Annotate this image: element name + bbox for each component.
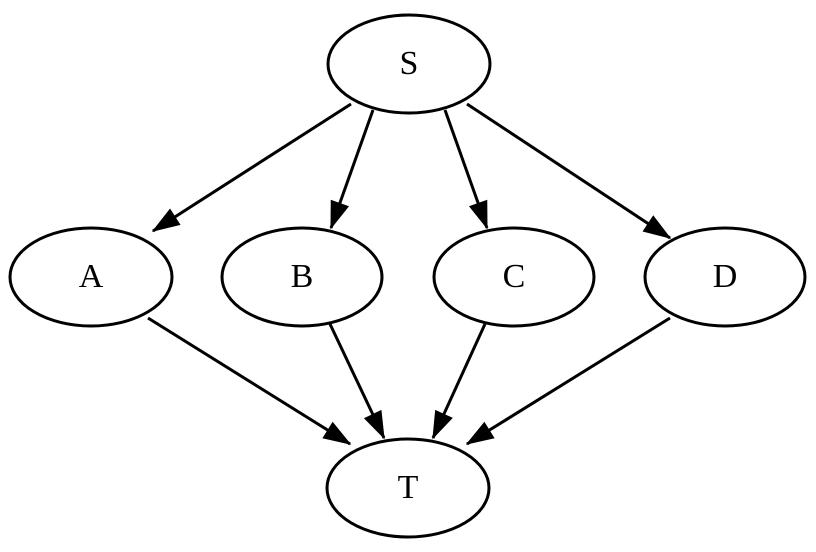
arrowhead-s-d [642,215,672,239]
node-t-ellipse [325,437,491,539]
node-s[interactable]: S [326,13,492,115]
arrowhead-d-t [465,421,495,445]
edge-d-to-t[interactable] [465,316,671,446]
node-a[interactable]: A [8,226,174,328]
edges-layer [147,102,672,446]
edge-s-to-a[interactable] [151,102,352,233]
node-b-ellipse [220,226,384,328]
node-a-ellipse [8,226,174,328]
arrowhead-c-t [432,409,453,440]
node-d[interactable]: D [643,226,807,328]
edge-s-to-b[interactable] [329,109,375,230]
nodes-layer: S A B C D T [8,13,807,539]
edge-line-s-a [152,102,352,233]
arrowhead-b-t [363,409,385,440]
node-t[interactable]: T [325,437,491,539]
node-b[interactable]: B [220,226,384,328]
arrowhead-s-b [330,199,350,230]
edge-line-d-t [466,316,671,446]
node-s-ellipse [326,13,492,115]
edge-line-s-d [466,102,671,240]
node-d-ellipse [643,226,807,328]
edge-b-to-t[interactable] [328,323,386,440]
node-c[interactable]: C [432,226,596,328]
edge-c-to-t[interactable] [431,323,487,440]
edge-s-to-d[interactable] [466,102,672,240]
node-c-ellipse [432,226,596,328]
arrowhead-s-c [468,199,488,230]
arrowhead-a-t [322,421,352,445]
arrowhead-s-a [151,208,181,232]
edge-a-to-t[interactable] [147,316,352,446]
edge-line-a-t [147,316,351,446]
edge-s-to-c[interactable] [443,109,489,230]
